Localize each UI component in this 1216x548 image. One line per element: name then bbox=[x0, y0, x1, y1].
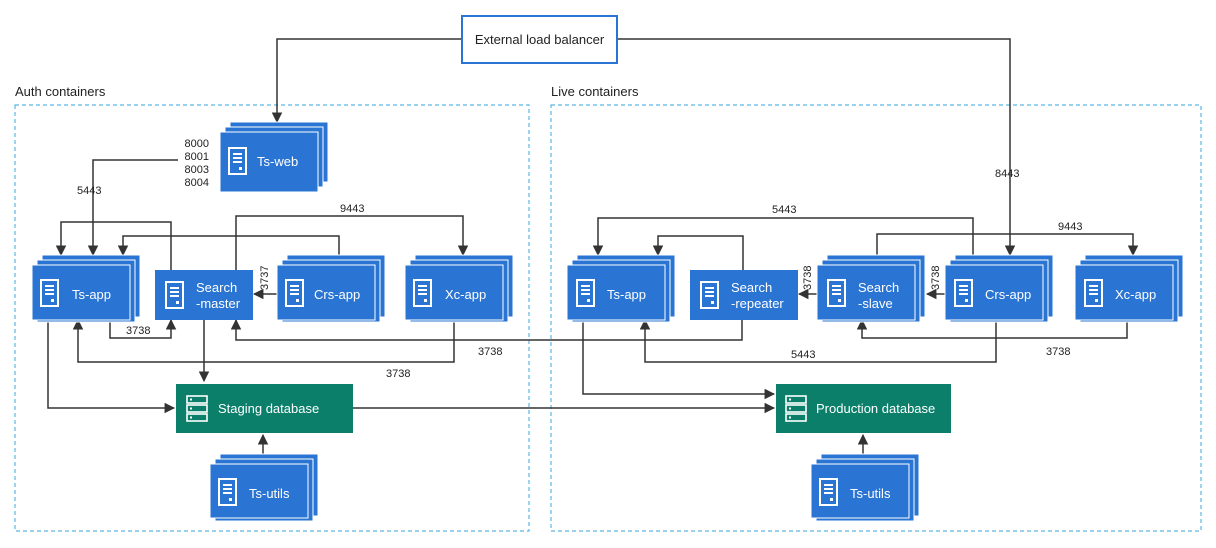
external-load-balancer-label: External load balancer bbox=[475, 32, 605, 47]
search-master-to-tsapp-line bbox=[55, 221, 172, 270]
live-slave-to-xc-line bbox=[876, 233, 1139, 257]
port-label: 3738 bbox=[1046, 346, 1070, 358]
port-label: 8003 bbox=[185, 164, 209, 176]
live-crs-app-node: Crs-app bbox=[944, 254, 1054, 323]
port-label: 3738 bbox=[930, 266, 942, 290]
search-master-node: Search -master bbox=[155, 270, 253, 320]
live-crs-to-tsapp-bottom-line bbox=[639, 318, 997, 363]
svg-text:Ts-web: Ts-web bbox=[257, 154, 298, 169]
auth-containers-label: Auth containers bbox=[15, 84, 106, 99]
port-label: 8001 bbox=[185, 151, 209, 163]
lb-to-tsweb-line bbox=[271, 38, 462, 124]
search-master-to-xc-line bbox=[235, 215, 469, 270]
live-containers-group bbox=[550, 104, 1202, 532]
auth-xc-app-node: Xc-app bbox=[404, 254, 514, 323]
auth-tsapp-to-staging-line bbox=[47, 320, 176, 414]
svg-text:Crs-app: Crs-app bbox=[985, 287, 1031, 302]
svg-text:-master: -master bbox=[196, 296, 241, 311]
port-label: 5443 bbox=[791, 349, 815, 361]
repeater-to-search-master-line bbox=[230, 318, 743, 341]
svg-text:Search: Search bbox=[731, 280, 772, 295]
staging-database-node: Staging database bbox=[176, 384, 353, 433]
auth-ts-app-node: Ts-app bbox=[31, 254, 141, 323]
svg-text:Ts-app: Ts-app bbox=[72, 287, 111, 302]
lb-to-live-crs-line bbox=[617, 38, 1016, 257]
port-label: 9443 bbox=[1058, 221, 1082, 233]
svg-text:Search: Search bbox=[858, 280, 899, 295]
live-ts-utils-node: Ts-utils bbox=[810, 453, 920, 522]
ts-web-node: Ts-web bbox=[219, 121, 329, 193]
external-load-balancer bbox=[461, 15, 618, 64]
port-label: 8004 bbox=[185, 177, 209, 189]
auth-containers-group bbox=[14, 104, 530, 532]
svg-text:-slave: -slave bbox=[858, 296, 893, 311]
tsweb-to-auth-tsapp-line bbox=[87, 159, 178, 257]
svg-text:Ts-utils: Ts-utils bbox=[850, 486, 891, 501]
live-ts-app-node: Ts-app bbox=[566, 254, 676, 323]
port-label: 8000 bbox=[185, 138, 209, 150]
port-label: 3737 bbox=[259, 266, 271, 290]
search-repeater-node: Search -repeater bbox=[690, 270, 798, 320]
port-label: 5443 bbox=[772, 204, 796, 216]
svg-text:Crs-app: Crs-app bbox=[314, 287, 360, 302]
port-label: 3738 bbox=[478, 346, 502, 358]
svg-text:Xc-app: Xc-app bbox=[1115, 287, 1156, 302]
live-repeater-to-tsapp-line bbox=[652, 235, 744, 270]
crs-to-tsapp-line bbox=[117, 235, 340, 257]
live-tsapp-to-production-line bbox=[582, 320, 776, 400]
tsapp-to-search-master-line bbox=[109, 318, 177, 339]
live-crs-to-tsapp-line bbox=[592, 217, 974, 257]
live-containers-label: Live containers bbox=[551, 84, 639, 99]
live-xc-to-slave-line bbox=[856, 318, 1128, 339]
port-label: 3738 bbox=[126, 325, 150, 337]
port-label: 5443 bbox=[77, 185, 101, 197]
port-label: 3738 bbox=[802, 266, 814, 290]
svg-text:Xc-app: Xc-app bbox=[445, 287, 486, 302]
live-xc-app-node: Xc-app bbox=[1074, 254, 1184, 323]
port-label: 9443 bbox=[340, 203, 364, 215]
port-label: 8443 bbox=[995, 168, 1019, 180]
port-label: 3738 bbox=[386, 368, 410, 380]
svg-text:-repeater: -repeater bbox=[731, 296, 784, 311]
production-database-node: Production database bbox=[776, 384, 951, 433]
svg-text:Ts-utils: Ts-utils bbox=[249, 486, 290, 501]
auth-ts-utils-node: Ts-utils bbox=[209, 453, 319, 522]
svg-text:Search: Search bbox=[196, 280, 237, 295]
svg-text:Staging database: Staging database bbox=[218, 401, 319, 416]
search-slave-node: Search -slave bbox=[816, 254, 926, 323]
svg-text:Production database: Production database bbox=[816, 401, 935, 416]
svg-text:Ts-app: Ts-app bbox=[607, 287, 646, 302]
auth-crs-app-node: Crs-app bbox=[276, 254, 386, 323]
